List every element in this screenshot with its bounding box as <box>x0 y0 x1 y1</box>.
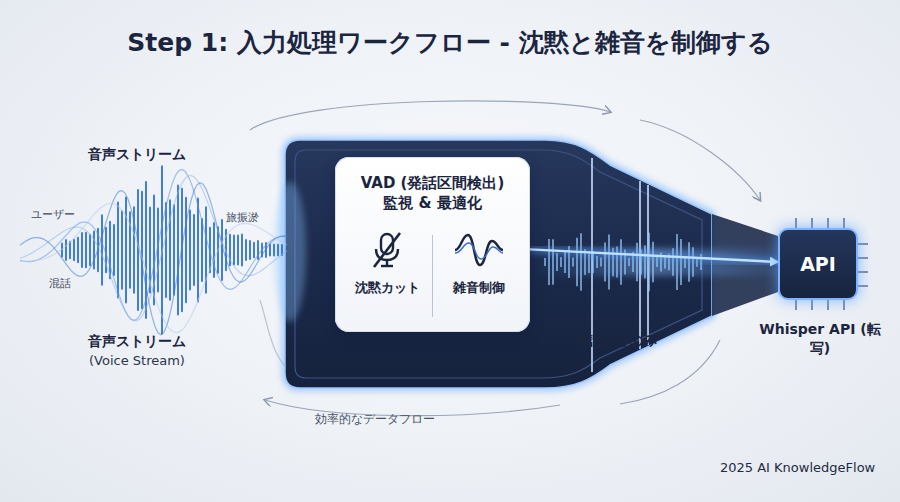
flow-arrow <box>530 249 778 262</box>
wave-bar <box>165 203 167 297</box>
wave-bar <box>197 198 199 301</box>
mute-icon <box>366 229 408 271</box>
wave-bar <box>233 235 235 264</box>
noise-icon <box>453 229 505 271</box>
speech-stream <box>530 233 780 291</box>
wave-bar <box>81 233 83 267</box>
edge-label: 発話部分のみ <box>560 332 670 350</box>
node-label: 雑音制御 <box>453 279 505 297</box>
vad-box: VAD (発話区間検出) 監視 & 最適化沈黙カット 雑音制御 <box>335 157 530 332</box>
wave-bar <box>221 220 223 280</box>
wave-bar <box>173 205 175 295</box>
diagram-title: Step 1: 入力処理ワークフロー - 沈黙と雑音を制御する <box>0 26 900 59</box>
text-label: ユーザー <box>18 207 88 222</box>
wave-strand <box>20 183 287 335</box>
wave-bar <box>245 240 247 260</box>
wave-bar <box>77 238 79 263</box>
text-label: 混話 <box>30 276 90 291</box>
wave-bar <box>69 242 71 258</box>
wave-bar <box>269 245 271 256</box>
wave-bar <box>213 223 215 277</box>
wave-bar <box>73 240 75 261</box>
connector-glow <box>530 249 778 262</box>
wave-bar <box>273 245 275 256</box>
api-chip: APIWhisper API (転写) <box>778 228 858 300</box>
divider-line <box>432 235 433 317</box>
text-label: 効率的なデータフロー <box>300 411 450 428</box>
wave-bar <box>101 215 103 285</box>
wave-bar <box>201 219 203 281</box>
node-heading: Whisper API (転写) <box>752 320 888 358</box>
wave-bar <box>125 198 127 303</box>
wave-bar <box>117 202 119 297</box>
wave-bar <box>189 211 191 290</box>
watermark: 2025 AI KnowledgeFlow <box>720 460 890 475</box>
mute-icon <box>366 229 408 271</box>
function-cell: 雑音制御 <box>435 229 523 324</box>
chip-label: API <box>800 253 836 275</box>
wave-bar <box>89 235 91 266</box>
entry-glow <box>274 182 306 322</box>
wave-strand <box>20 176 287 321</box>
wave-bar <box>177 185 179 314</box>
node-heading: VAD (発話区間検出) 監視 & 最適化 <box>357 173 508 213</box>
stream-glow <box>530 248 780 276</box>
wave-bar <box>277 245 279 256</box>
wave-bar <box>121 211 123 288</box>
wave-bar <box>241 234 243 265</box>
text-label: 旅振淤 <box>212 210 272 225</box>
wave-bar <box>141 192 143 308</box>
wave-bar <box>113 225 115 275</box>
wave-bar <box>193 215 195 285</box>
voice-waveform <box>20 166 287 334</box>
noise-icon <box>453 229 505 271</box>
node-label: 沈黙カット <box>355 279 420 297</box>
wave-strand <box>20 203 287 332</box>
wave-bar <box>85 233 87 268</box>
text-label: 音声ストリーム <box>62 146 212 164</box>
wave-bar <box>65 240 67 260</box>
function-cell: 沈黙カット <box>343 229 431 324</box>
text-label: (Voice Stream) <box>62 353 212 368</box>
wave-bar <box>237 236 239 265</box>
wave-strand <box>20 170 287 321</box>
wave-bar <box>137 190 139 310</box>
wave-bar <box>253 243 255 257</box>
wave-bar <box>249 241 251 259</box>
wave-bar <box>185 198 187 303</box>
text-label: 音声ストリーム <box>62 333 212 351</box>
